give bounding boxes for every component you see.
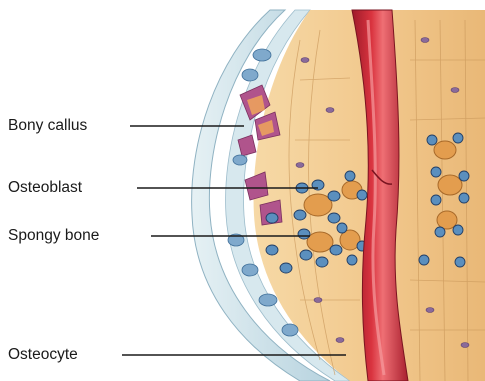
label-spongy-bone: Spongy bone	[8, 228, 99, 244]
label-bony-callus: Bony callus	[8, 118, 87, 134]
label-osteoblast: Osteoblast	[8, 180, 82, 196]
label-osteocyte: Osteocyte	[8, 347, 78, 363]
